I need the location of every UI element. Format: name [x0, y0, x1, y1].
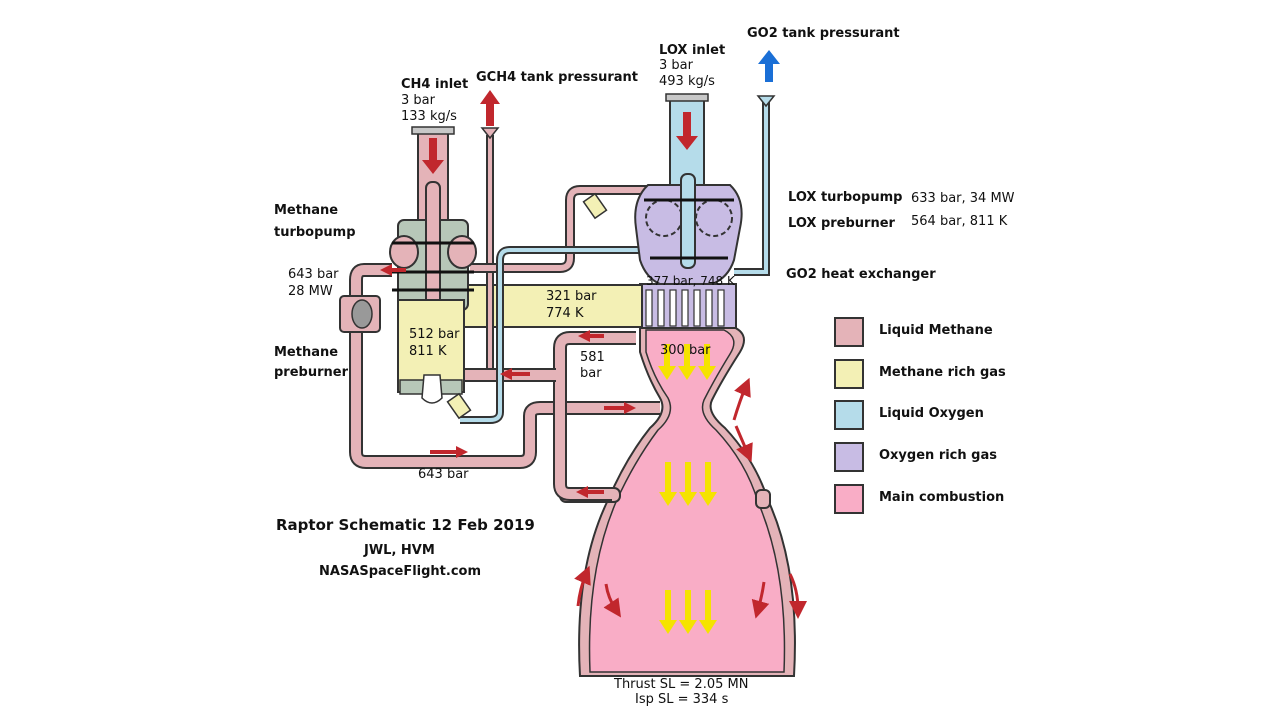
lox-inlet-pressure: 3 bar — [659, 58, 693, 73]
valve-preburner-line — [446, 392, 472, 420]
preburner-temp: 811 K — [409, 344, 447, 359]
legend-label: Liquid Methane — [879, 323, 993, 338]
hot-gas-temp: 774 K — [546, 306, 584, 321]
legend-swatch-oxygen-rich-gas — [834, 442, 864, 472]
schematic-authors: JWL, HVM — [364, 543, 435, 558]
methane-inlet-flange — [411, 126, 455, 135]
lox-preburner-label: LOX preburner — [788, 216, 895, 231]
lox-turbopump-specs: 633 bar, 34 MW — [911, 191, 1015, 206]
methane-preburner-label-2: preburner — [274, 365, 348, 380]
legend-label: Main combustion — [879, 490, 1005, 505]
legend-swatch-methane-rich-gas — [834, 359, 864, 389]
ox-gas-specs: 377 bar, 748 K — [646, 274, 735, 288]
flow-arrows-red — [380, 90, 698, 498]
ch4-inlet-flow: 133 kg/s — [401, 109, 457, 124]
chamber-pressure: 300 bar — [660, 343, 711, 358]
lox-inlet-title: LOX inlet — [659, 43, 726, 58]
lox-pump-shaft — [680, 173, 696, 269]
injector-elements — [645, 289, 725, 327]
flow-arrows-yellow — [658, 344, 717, 634]
lox-inlet-flow: 493 kg/s — [659, 74, 715, 89]
schematic-source: NASASpaceFlight.com — [319, 564, 482, 579]
gch4-tank-pressurant-label: GCH4 tank pressurant — [476, 70, 638, 85]
schematic-title: Raptor Schematic 12 Feb 2019 — [276, 516, 535, 534]
cooling-pressure-value: 581 — [580, 350, 605, 365]
ch4-inlet-title: CH4 inlet — [401, 77, 469, 92]
lox-pump-volute-left — [645, 199, 683, 237]
methane-preburner-injector — [421, 374, 443, 404]
legend-swatch-main-combustion — [834, 484, 864, 514]
preburner-pressure: 512 bar — [409, 327, 460, 342]
methane-preburner-label: Methane — [274, 345, 339, 360]
legend-label: Methane rich gas — [879, 365, 1006, 380]
flow-arrows-curved — [574, 377, 807, 619]
legend-item: Oxygen rich gas — [834, 442, 1094, 476]
legend-item: Liquid Oxygen — [834, 400, 1094, 434]
methane-turbopump-label-2: turbopump — [274, 225, 356, 240]
nozzle-flange-right — [755, 489, 771, 509]
go2-tank-pressurant-label: GO2 tank pressurant — [747, 26, 900, 41]
legend-label: Oxygen rich gas — [879, 448, 997, 463]
bottom-line-pressure: 643 bar — [418, 467, 469, 482]
go2-heat-exchanger-label: GO2 heat exchanger — [786, 267, 936, 282]
cooling-pressure-unit: bar — [580, 366, 602, 381]
legend-swatch-liquid-oxygen — [834, 400, 864, 430]
methane-pump-pressure: 643 bar — [288, 267, 339, 282]
ch4-inlet-pressure: 3 bar — [401, 93, 435, 108]
thrust-label: Thrust SL = 2.05 MN — [614, 677, 749, 692]
methane-pump-power: 28 MW — [288, 284, 333, 299]
legend-label: Liquid Oxygen — [879, 406, 984, 421]
lox-pump-volute-right — [695, 199, 733, 237]
lox-turbopump-label: LOX turbopump — [788, 190, 903, 205]
methane-turbopump-label: Methane — [274, 203, 339, 218]
lox-inlet-flange — [665, 93, 709, 102]
legend-item: Liquid Methane — [834, 317, 1094, 351]
valve-methane-line — [582, 192, 608, 220]
go2-pressurant-arrow — [758, 50, 780, 82]
methane-pump-volute-left — [389, 235, 419, 269]
go2-heat-exchanger-line — [734, 100, 770, 276]
lox-preburner-specs: 564 bar, 811 K — [911, 214, 1008, 229]
legend-item: Methane rich gas — [834, 359, 1094, 393]
methane-rich-gas-duct — [449, 284, 643, 328]
methane-pump-volute-right — [447, 235, 477, 269]
isp-label: Isp SL = 334 s — [635, 692, 729, 707]
legend-swatch-liquid-methane — [834, 317, 864, 347]
hot-gas-pressure: 321 bar — [546, 289, 597, 304]
legend-item: Main combustion — [834, 484, 1094, 518]
